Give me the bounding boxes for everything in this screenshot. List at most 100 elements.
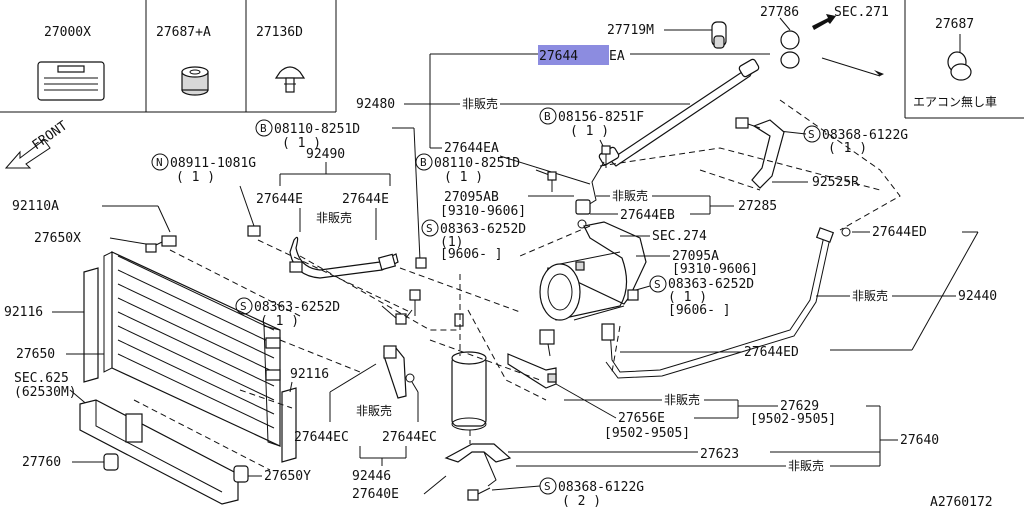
label-27786[interactable]: 27786 [760, 5, 799, 20]
qty-08110-b: ( 1 ) [444, 170, 483, 185]
label-plate-icon [37, 61, 105, 101]
qty-08368-b: ( 2 ) [562, 494, 601, 509]
condenser-27650-icon [103, 251, 281, 447]
qty-08368-a: ( 1 ) [828, 141, 867, 156]
bolt-08363b-icon [627, 289, 639, 301]
label-no-aircon-note: エアコン無し車 [913, 94, 997, 109]
label-92116-b[interactable]: 92116 [290, 367, 329, 382]
radiator-core-support-icon [79, 399, 239, 505]
seal-92116-right-icon [281, 387, 297, 463]
label-27640[interactable]: 27640 [900, 433, 939, 448]
svg-text:B: B [420, 156, 427, 169]
label-27656E[interactable]: 27656E [618, 411, 665, 426]
cushion-27760-icon [103, 453, 119, 471]
svg-text:N: N [156, 156, 163, 169]
label-not-for-sale-4: 非販売 [852, 288, 888, 303]
qty-08156: ( 1 ) [570, 124, 609, 139]
label-sec625[interactable]: SEC.625 [14, 371, 69, 386]
label-27644EA-b[interactable]: 27644EA [444, 141, 499, 156]
label-27644EC-a[interactable]: 27644EC [294, 430, 349, 445]
label-92110A[interactable]: 92110A [12, 199, 59, 214]
label-27095AB[interactable]: 27095AB [444, 190, 499, 205]
label-08911-1081G[interactable]: 08911-1081G [170, 156, 256, 171]
label-08368-6122G-a[interactable]: 08368-6122G [822, 128, 908, 143]
svg-text:S: S [654, 278, 661, 291]
label-27623[interactable]: 27623 [700, 447, 739, 462]
bolt-08156-icon [601, 145, 611, 168]
label-27650Y[interactable]: 27650Y [264, 469, 311, 484]
range-27095AB: [9310-9606] [440, 204, 526, 219]
label-27644EB[interactable]: 27644EB [620, 208, 675, 223]
pressure-switch-icon [507, 329, 557, 389]
svg-text:B: B [544, 110, 551, 123]
label-08363-6252D-c[interactable]: 08363-6252D [254, 300, 340, 315]
label-92490[interactable]: 92490 [306, 147, 345, 162]
label-not-for-sale-6: 非販売 [788, 458, 824, 473]
label-27640E[interactable]: 27640E [352, 487, 399, 502]
label-92525R[interactable]: 92525R [812, 175, 859, 190]
qty-08110-a: ( 1 ) [282, 136, 321, 151]
label-92440[interactable]: 92440 [958, 289, 997, 304]
bracket-27640E-icon [444, 443, 512, 487]
label-27644-suffix: EA [609, 49, 625, 64]
label-27000X[interactable]: 27000X [44, 25, 91, 40]
label-08363-6252D-b[interactable]: 08363-6252D [668, 277, 754, 292]
label-27687[interactable]: 27687 [935, 17, 974, 32]
label-92480[interactable]: 92480 [356, 97, 395, 112]
label-08368-6122G-b[interactable]: 08368-6122G [558, 480, 644, 495]
label-27644E-a[interactable]: 27644E [256, 192, 303, 207]
label-not-for-sale-7: 非販売 [356, 403, 392, 418]
label-27644E-b[interactable]: 27644E [342, 192, 389, 207]
bolt-08363a-icon [409, 289, 421, 316]
range-27095A: [9310-9606] [672, 262, 758, 277]
label-27644ED-a[interactable]: 27644ED [872, 225, 927, 240]
label-sec271[interactable]: SEC.271 [834, 5, 889, 20]
diagram-id: A2760172 [930, 495, 993, 510]
svg-text:S: S [808, 128, 815, 141]
range-27629: [9502-9505] [750, 412, 836, 427]
range-08363-a: [9606- ] [440, 247, 503, 262]
dashed-assembly-lines [133, 99, 901, 471]
label-not-for-sale-5: 非販売 [664, 392, 700, 407]
label-sec274[interactable]: SEC.274 [652, 229, 707, 244]
label-not-for-sale-2: 非販売 [612, 188, 648, 203]
label-27760[interactable]: 27760 [22, 455, 61, 470]
suction-hose-92490-icon [289, 236, 399, 279]
label-08110-8251D-b[interactable]: 08110-8251D [434, 156, 520, 171]
qty-08363-c: ( 1 ) [260, 314, 299, 329]
label-27644-highlighted[interactable]: 27644 [539, 49, 578, 64]
label-27644ED-b[interactable]: 27644ED [744, 345, 799, 360]
label-27285[interactable]: 27285 [738, 199, 777, 214]
label-not-for-sale-1: 非販売 [462, 96, 498, 111]
label-08363-6252D-a[interactable]: 08363-6252D [440, 222, 526, 237]
label-92116-a[interactable]: 92116 [4, 305, 43, 320]
label-27687A[interactable]: 27687+A [156, 25, 211, 40]
svg-text:B: B [260, 122, 267, 135]
bolt-08110b-icon [547, 171, 557, 192]
label-27719M[interactable]: 27719M [607, 23, 654, 38]
bolt-08368b-icon [467, 487, 491, 501]
svg-text:S: S [240, 300, 247, 313]
label-not-for-sale-3: 非販売 [316, 210, 352, 225]
label-08156-8251F[interactable]: 08156-8251F [558, 110, 644, 125]
compressor-icon [539, 221, 647, 321]
liquid-pipe-icon [601, 227, 835, 379]
label-08110-8251D-a[interactable]: 08110-8251D [274, 122, 360, 137]
label-92446[interactable]: 92446 [352, 469, 391, 484]
svg-text:S: S [544, 480, 551, 493]
nut-08911-icon [247, 225, 261, 237]
label-27650X[interactable]: 27650X [34, 231, 81, 246]
label-27095A[interactable]: 27095A [672, 249, 719, 264]
label-27136D[interactable]: 27136D [256, 25, 303, 40]
pipe-92446-icon [383, 345, 415, 399]
range-08363-b: [9606- ] [668, 303, 731, 318]
nut-27650X-icon [145, 243, 157, 253]
label-27644EC-b[interactable]: 27644EC [382, 430, 437, 445]
label-27650[interactable]: 27650 [16, 347, 55, 362]
label-27629[interactable]: 27629 [780, 399, 819, 414]
clip-icon [274, 66, 306, 93]
grommet-cap-icon [947, 51, 972, 81]
bolt-08110a-icon [415, 257, 427, 269]
